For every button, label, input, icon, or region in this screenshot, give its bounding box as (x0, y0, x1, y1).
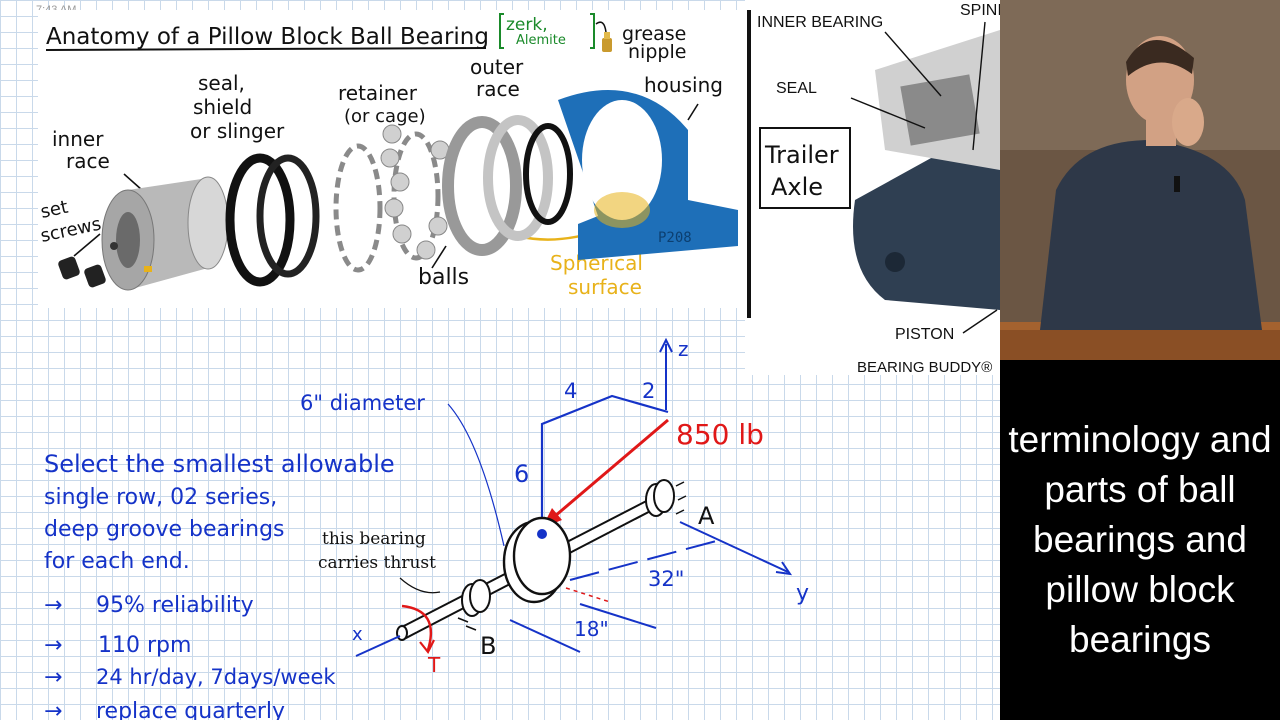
balls-illustration (380, 124, 450, 260)
req-arrow-1: → (44, 593, 62, 618)
requirement-replace: replace quarterly (96, 699, 285, 720)
dimension-32: 32" (648, 567, 684, 591)
zerk-label: zerk, (506, 15, 548, 35)
retainer-illustration (333, 131, 441, 273)
outer-race-illustration (442, 115, 573, 256)
dimension-4: 4 (564, 379, 577, 403)
caption-text: terminology and parts of ball bearings a… (1008, 419, 1272, 660)
grease-label-1: grease (622, 23, 686, 45)
housing-code: P208 (658, 230, 692, 246)
axis-z-label: z (678, 337, 689, 361)
inner-race-illustration (101, 176, 229, 291)
dimension-18: 18" (574, 617, 609, 641)
bearing-b-label: B (480, 632, 496, 660)
anatomy-title: Anatomy of a Pillow Block Ball Bearing (46, 24, 489, 50)
spherical-label-2: surface (568, 275, 642, 299)
trailer-box-label-2: Axle (771, 173, 823, 201)
trailer-axle-illustration: INNER BEARING SPINI SEAL Trailer Axle PI… (747, 2, 1000, 376)
housing-label: housing (644, 73, 723, 97)
instructor-video-frame (1000, 0, 1280, 360)
caption-panel: terminology and parts of ball bearings a… (1000, 360, 1280, 720)
balls-label: balls (418, 265, 469, 290)
grease-label-2: nipple (628, 41, 686, 63)
bearing-anatomy-panel: Anatomy of a Pillow Block Ball Bearing z… (38, 10, 746, 308)
notebook-canvas: 7:43 AM Anatomy of a Pillow Block Ball B… (0, 0, 1000, 720)
handwritten-notes: Select the smallest allowable single row… (44, 337, 809, 720)
instructor-video (1000, 0, 1280, 360)
seal-label: SEAL (776, 80, 817, 97)
torque-label: T (427, 653, 441, 677)
retainer-label-1: retainer (338, 81, 418, 105)
axis-x-label: x (352, 624, 363, 645)
problem-line-2: single row, 02 series, (44, 485, 277, 510)
requirement-speed: 110 rpm (98, 633, 191, 658)
seal-label-1: seal, (198, 71, 245, 95)
bearing-a-label: A (698, 502, 715, 530)
grease-nipple-icon (602, 32, 612, 52)
seal-label-2: shield (193, 95, 252, 119)
problem-line-3: deep groove bearings (44, 517, 285, 542)
trailer-box-label-1: Trailer (764, 141, 839, 169)
inner-race-label-2: race (66, 149, 110, 173)
diameter-label: 6" diameter (300, 391, 425, 415)
req-arrow-4: → (44, 699, 62, 720)
retainer-label-2: (or cage) (344, 106, 426, 127)
requirement-duty: 24 hr/day, 7days/week (96, 665, 336, 689)
req-arrow-2: → (44, 633, 62, 658)
force-label: 850 lb (676, 418, 764, 451)
seal-label-3: or slinger (190, 119, 285, 143)
shaft-diagram: z 4 2 6 6" diameter 850 lb A (300, 337, 809, 677)
trailer-axle-box (759, 127, 851, 209)
bearing-anatomy-illustration: Anatomy of a Pillow Block Ball Bearing z… (39, 13, 738, 299)
inner-race-label-1: inner (52, 127, 104, 151)
trailer-axle-panel: INNER BEARING SPINI SEAL Trailer Axle PI… (745, 0, 1000, 376)
inner-bearing-label: INNER BEARING (757, 14, 883, 31)
seal-illustration (225, 153, 320, 287)
thrust-note-2: carries thrust (318, 553, 436, 573)
problem-line-4: for each end. (44, 549, 190, 574)
req-arrow-3: → (44, 665, 62, 690)
piston-label: PISTON (895, 326, 954, 343)
set-screw-icon (58, 256, 106, 288)
dimension-2: 2 (642, 379, 655, 403)
axis-y-label: y (796, 581, 809, 606)
dimension-6: 6 (514, 460, 529, 488)
requirement-reliability: 95% reliability (96, 593, 254, 618)
bearing-buddy-label: BEARING BUDDY® (857, 359, 992, 375)
outer-race-label-1: outer (470, 55, 524, 79)
thrust-note-1: this bearing (322, 529, 426, 549)
spindle-label: SPINI (960, 2, 1000, 19)
outer-race-label-2: race (476, 77, 520, 101)
alemite-label: Alemite (516, 33, 566, 48)
housing-illustration: P208 (558, 90, 738, 260)
problem-line-1: Select the smallest allowable (44, 450, 395, 478)
